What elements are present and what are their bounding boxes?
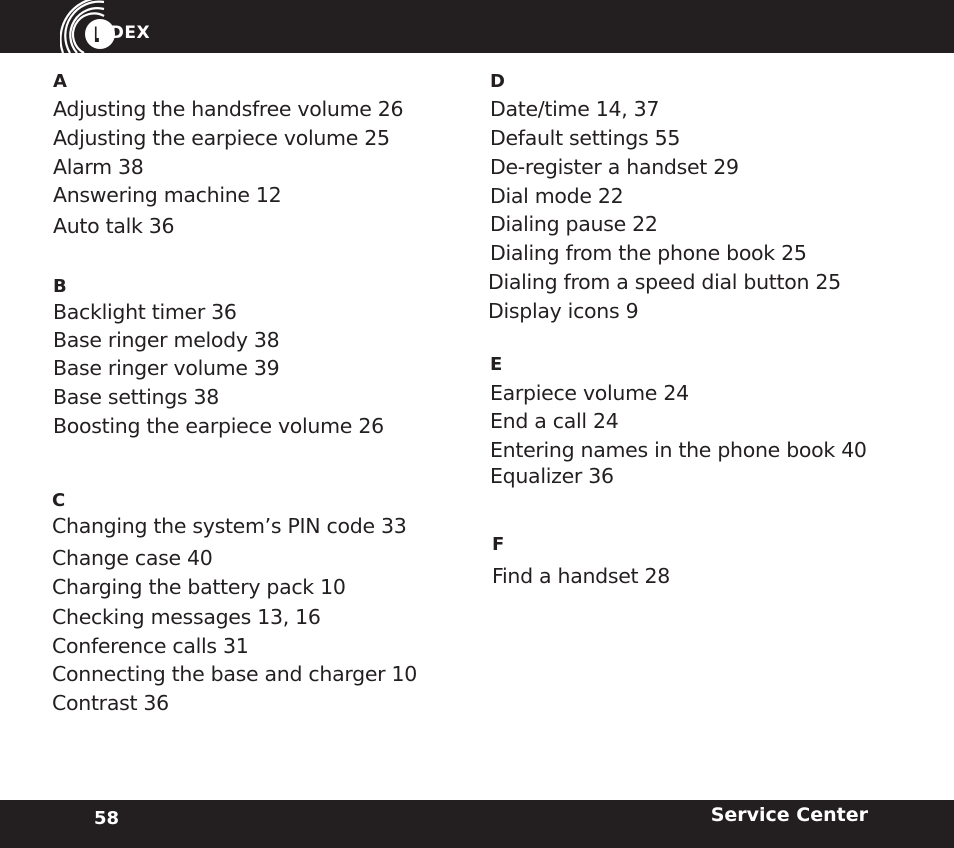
index-entry: Alarm 38	[53, 155, 144, 179]
index-entry: Date/time 14, 37	[490, 97, 660, 121]
section-letter-a: A	[53, 71, 67, 92]
index-entry: Base ringer volume 39	[53, 356, 280, 380]
index-entry: Entering names in the phone book 40	[490, 438, 867, 462]
index-entry: Adjusting the handsfree volume 26	[53, 97, 404, 121]
section-letter-c: C	[52, 490, 66, 511]
index-entry: Dialing pause 22	[490, 212, 658, 236]
index-entry: Charging the battery pack 10	[52, 575, 346, 599]
footer-bar	[0, 800, 954, 848]
concentric-arcs-icon: I	[60, 0, 115, 54]
index-entry: Contrast 36	[52, 691, 169, 715]
index-entry: Dial mode 22	[490, 184, 624, 208]
index-entry: Base settings 38	[53, 385, 219, 409]
index-entry: Adjusting the earpiece volume 25	[53, 126, 390, 150]
index-entry: Auto talk 36	[53, 214, 175, 238]
index-entry: Dialing from the phone book 25	[490, 241, 807, 265]
logo-text: NDEX	[95, 23, 151, 43]
index-entry: Earpiece volume 24	[490, 381, 689, 405]
index-entry: Find a handset 28	[492, 564, 670, 588]
footer-title: Service Center	[710, 804, 868, 826]
index-entry: Display icons 9	[488, 299, 639, 323]
index-entry: Dialing from a speed dial button 25	[488, 270, 841, 294]
index-entry: Boosting the earpiece volume 26	[53, 414, 384, 438]
page-number: 58	[94, 808, 120, 829]
index-entry: Change case 40	[52, 546, 213, 570]
index-entry: De-register a handset 29	[490, 155, 739, 179]
index-entry: Base ringer melody 38	[53, 328, 280, 352]
section-letter-d: D	[490, 71, 505, 92]
logo-initial: I	[93, 23, 101, 47]
section-letter-b: B	[53, 276, 67, 297]
section-letter-f: F	[492, 534, 505, 555]
index-entry: End a call 24	[490, 409, 619, 433]
index-entry: Backlight timer 36	[53, 300, 237, 324]
index-entry: Answering machine 12	[53, 183, 282, 207]
index-entry: Default settings 55	[490, 126, 681, 150]
index-logo: I	[60, 0, 160, 62]
index-entry: Checking messages 13, 16	[52, 605, 321, 629]
index-entry: Equalizer 36	[490, 464, 614, 488]
index-entry: Changing the system’s PIN code 33	[52, 514, 407, 538]
index-entry: Conference calls 31	[52, 634, 249, 658]
section-letter-e: E	[490, 354, 503, 375]
header-bar	[0, 0, 954, 53]
index-entry: Connecting the base and charger 10	[52, 662, 417, 686]
